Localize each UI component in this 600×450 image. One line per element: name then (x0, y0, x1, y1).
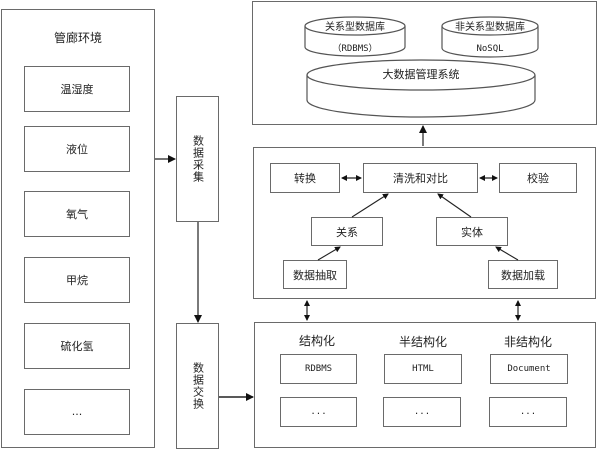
relation-box (311, 217, 383, 246)
data-exchange-box (176, 323, 219, 449)
convert-box (270, 163, 340, 193)
semi-structured-title: 半结构化 (398, 334, 447, 349)
sensor-label: 氧气 (66, 208, 88, 221)
load-label: 数据加载 (501, 268, 545, 282)
data-exchange-label: 数据交换 (191, 362, 205, 410)
storage-panel (252, 1, 597, 125)
unstructured-item-label: Document (507, 364, 551, 374)
sensor-more (24, 389, 130, 435)
data-collection-label: 数据采集 (191, 135, 205, 183)
data-collection-box (176, 96, 219, 222)
entity-box (436, 217, 508, 246)
semi-structured-item-label: HTML (412, 364, 434, 374)
unstructured-title: 非结构化 (503, 334, 552, 349)
structured-item-more-label: ... (310, 407, 327, 417)
structured-title: 结构化 (298, 333, 335, 348)
nosql-db-title: 非关系型数据库 (455, 21, 525, 33)
sensor-label: 硫化氢 (60, 340, 94, 353)
sensor-methane (24, 257, 130, 303)
entity-label: 实体 (461, 225, 483, 239)
relation-label: 关系 (336, 225, 358, 239)
rdbms-db-subtitle: （RDBMS） (332, 43, 378, 54)
sensor-liquid-level (24, 126, 130, 172)
extract-label: 数据抽取 (293, 268, 337, 282)
structured-item-more (280, 397, 357, 427)
unstructured-item-more (489, 397, 567, 427)
sensor-label: 液位 (66, 143, 88, 156)
data-types-panel (254, 322, 596, 448)
semi-structured-item-more (383, 397, 461, 427)
semi-structured-item-html (384, 354, 462, 384)
unstructured-item-more-label: ... (519, 407, 537, 417)
unstructured-item-document (490, 354, 568, 384)
semi-structured-item-more-label: ... (413, 407, 431, 417)
clean-compare-label: 清洗和对比 (393, 172, 448, 185)
sensor-hydrogen-sulfide (24, 323, 130, 369)
extract-box (283, 260, 347, 289)
bigdata-title: 大数据管理系统 (382, 68, 460, 81)
environment-title: 管廊环境 (53, 30, 102, 45)
rdbms-db-title: 关系型数据库 (325, 21, 385, 33)
structured-item-rdbms (280, 354, 357, 384)
load-box (488, 260, 558, 289)
sensor-oxygen (24, 191, 130, 237)
verify-box (499, 163, 577, 193)
sensor-label: ... (71, 404, 83, 418)
nosql-db-subtitle: NoSQL (476, 44, 504, 54)
clean-compare-box (363, 163, 478, 193)
verify-label: 校验 (527, 172, 549, 185)
sensor-label: 甲烷 (66, 274, 88, 287)
convert-label: 转换 (294, 172, 316, 185)
sensor-temperature-humidity (24, 66, 130, 112)
sensor-label: 温湿度 (60, 83, 94, 96)
structured-item-label: RDBMS (304, 364, 333, 374)
